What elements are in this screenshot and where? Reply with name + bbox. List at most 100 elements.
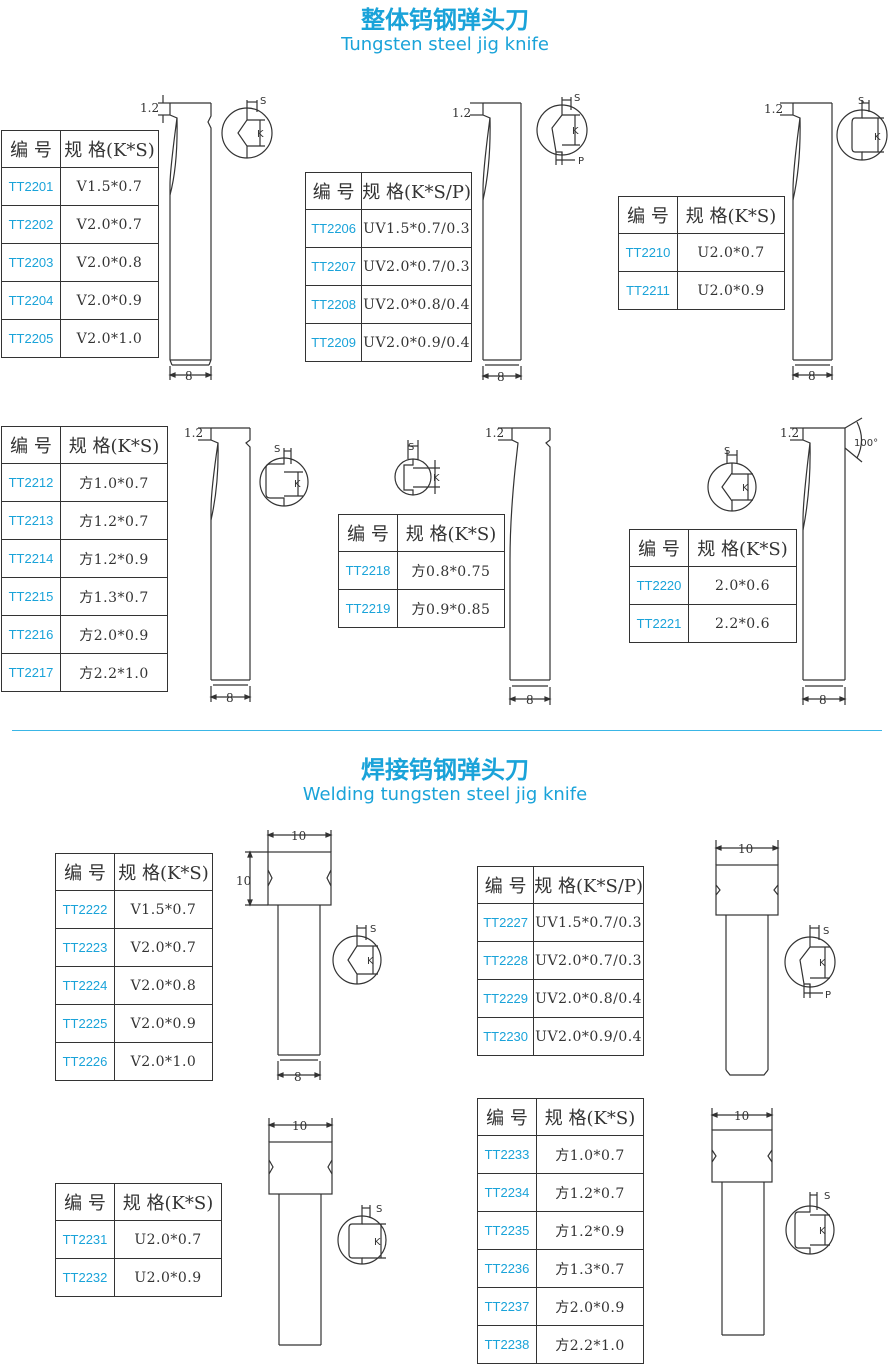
product-code: TT2211 [618, 271, 678, 310]
welded-knife-drawing-1 [245, 830, 333, 1080]
product-spec: V1.5*0.7 [114, 890, 213, 929]
product-spec: 方0.8*0.75 [397, 551, 505, 590]
product-code: TT2234 [477, 1173, 537, 1212]
product-code: TT2218 [338, 551, 398, 590]
product-code: TT2219 [338, 589, 398, 628]
dim-k: K [572, 126, 579, 137]
product-spec: UV1.5*0.7/0.3 [361, 209, 472, 248]
product-code: TT2212 [1, 463, 61, 502]
product-spec: U2.0*0.9 [677, 271, 785, 310]
product-spec: 方1.2*0.7 [536, 1173, 644, 1212]
product-spec: 方2.2*1.0 [536, 1325, 644, 1364]
section2-title-en: Welding tungsten steel jig knife [302, 784, 588, 805]
product-code: TT2238 [477, 1325, 537, 1364]
dim-1-2: 1.2 [485, 426, 504, 440]
product-code: TT2201 [1, 167, 61, 206]
product-code: TT2228 [476, 941, 535, 980]
product-code: TT2203 [1, 243, 61, 282]
product-spec: U2.0*0.7 [114, 1220, 222, 1259]
knife-drawing-square-1 [198, 427, 252, 702]
product-spec: U2.0*0.9 [114, 1258, 222, 1297]
product-code: TT2206 [304, 209, 363, 248]
product-code: TT2215 [1, 577, 61, 616]
product-spec: V2.0*1.0 [114, 1042, 213, 1081]
product-spec: UV2.0*0.9/0.4 [361, 323, 472, 362]
col-code-header: 编 号 [304, 172, 363, 210]
v-profile-icon [221, 100, 273, 159]
dim-8: 8 [294, 1070, 302, 1084]
dim-s: S [823, 926, 829, 937]
product-spec: U2.0*0.7 [677, 233, 785, 272]
product-code: TT2231 [55, 1220, 115, 1259]
product-code: TT2224 [55, 966, 115, 1005]
dim-10: 10 [236, 874, 251, 888]
product-code: TT2214 [1, 539, 61, 578]
product-spec: 方2.0*0.9 [536, 1287, 644, 1326]
col-code-header: 编 号 [476, 866, 535, 904]
product-code: TT2204 [1, 281, 61, 320]
col-spec-header: 规 格(K*S/P) [361, 172, 472, 210]
product-code: TT2217 [1, 653, 61, 692]
dim-1-2: 1.2 [780, 426, 799, 440]
col-spec-header: 规 格(K*S) [536, 1098, 644, 1136]
col-spec-header: 规 格(K*S) [397, 514, 505, 552]
product-spec: V2.0*0.8 [60, 243, 159, 282]
product-code: TT2223 [55, 928, 115, 967]
dim-p: P [825, 990, 831, 1001]
product-spec: 方1.0*0.7 [536, 1135, 644, 1174]
knife-drawing-angle [790, 417, 863, 705]
dim-s: S [370, 924, 376, 935]
col-code-header: 编 号 [1, 426, 61, 464]
product-code: TT2209 [304, 323, 363, 362]
square-profile-icon-3 [785, 1192, 835, 1255]
dim-s: S [824, 1191, 830, 1202]
dim-8: 8 [808, 369, 816, 383]
dim-s: S [376, 1204, 382, 1215]
product-code: TT2221 [629, 604, 689, 643]
product-spec: 方1.0*0.7 [60, 463, 168, 502]
dim-k: K [374, 1237, 381, 1248]
knife-drawing-square-2 [498, 427, 552, 705]
v-profile-icon-3 [332, 925, 382, 985]
product-spec: 方1.3*0.7 [60, 577, 168, 616]
product-code: TT2236 [477, 1249, 537, 1288]
product-code: TT2230 [476, 1017, 535, 1056]
dim-k: K [742, 483, 749, 494]
col-code-header: 编 号 [55, 1183, 115, 1221]
dim-angle: 100° [854, 438, 878, 449]
product-code: TT2216 [1, 615, 61, 654]
uv-profile-icon-2 [784, 925, 836, 998]
col-spec-header: 规 格(K*S) [60, 130, 159, 168]
product-spec: 方2.2*1.0 [60, 653, 168, 692]
product-spec: V2.0*0.7 [60, 205, 159, 244]
dim-s: S [274, 444, 280, 455]
product-code: TT2237 [477, 1287, 537, 1326]
product-spec: V2.0*0.7 [114, 928, 213, 967]
product-code: TT2222 [55, 890, 115, 929]
